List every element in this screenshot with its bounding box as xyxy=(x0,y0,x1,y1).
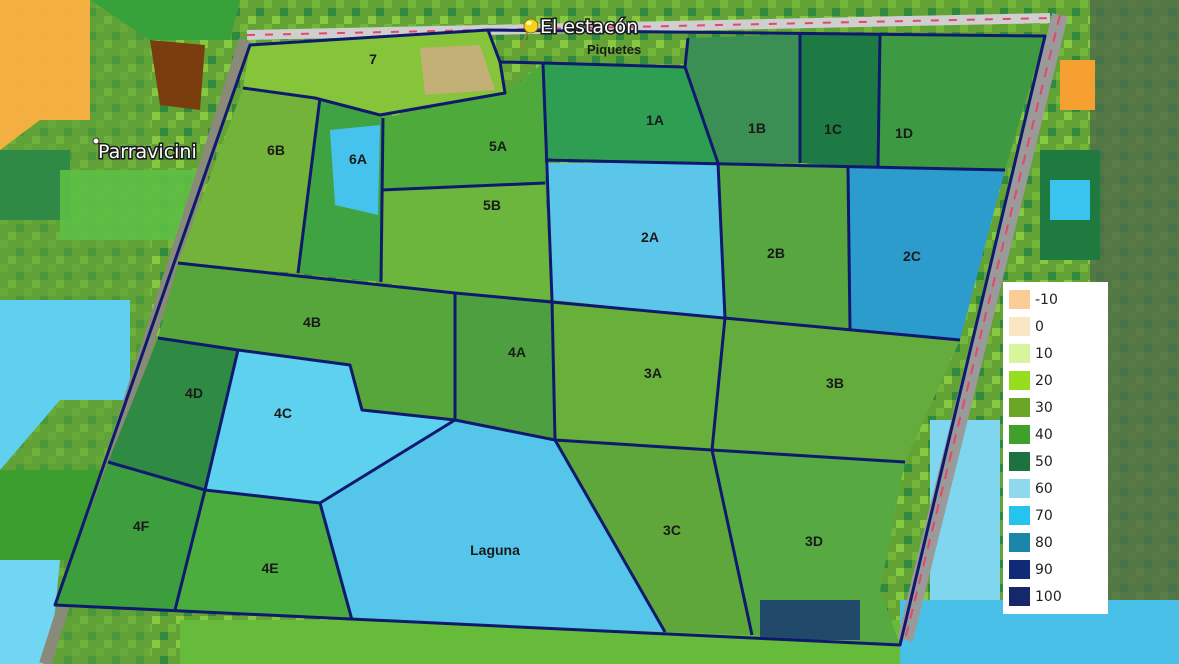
legend-item: 10 xyxy=(1009,340,1102,367)
legend-label: 90 xyxy=(1035,561,1053,578)
pushpin-icon xyxy=(519,18,539,51)
paddock-label-4c: 4C xyxy=(274,405,292,421)
legend-label: 0 xyxy=(1035,318,1044,335)
station-sublabel: Piquetes xyxy=(587,42,641,57)
paddock-boundaries xyxy=(53,28,1047,647)
paddock-label-5a: 5A xyxy=(489,138,507,154)
legend-item: 80 xyxy=(1009,529,1102,556)
legend-label: 30 xyxy=(1035,399,1053,416)
legend-label: 40 xyxy=(1035,426,1053,443)
legend-label: 20 xyxy=(1035,372,1053,389)
paddock-label-4f: 4F xyxy=(133,518,150,534)
legend-swatch xyxy=(1009,506,1030,525)
legend-swatch xyxy=(1009,344,1030,363)
legend-item: 40 xyxy=(1009,421,1102,448)
legend-swatch xyxy=(1009,560,1030,579)
station-marker[interactable]: El estacón Piquetes xyxy=(519,15,641,57)
town-marker[interactable]: Parravicini xyxy=(92,137,198,165)
legend-swatch xyxy=(1009,587,1030,606)
town-dot-icon xyxy=(92,137,100,145)
legend-item: 20 xyxy=(1009,367,1102,394)
legend-swatch xyxy=(1009,317,1030,336)
town-label: Parravicini xyxy=(98,141,197,163)
paddock-label-laguna: Laguna xyxy=(470,542,520,558)
road-east xyxy=(897,13,1068,642)
paddock-labels: 7 6B 6A 5A 5B 1A 1B 1C 1D 2A 2B 2C 4B 4A… xyxy=(133,51,921,576)
legend-item: 60 xyxy=(1009,475,1102,502)
paddock-label-6b: 6B xyxy=(267,142,285,158)
paddock-label-4d: 4D xyxy=(185,385,203,401)
paddock-label-4b: 4B xyxy=(303,314,321,330)
paddock-label-7: 7 xyxy=(369,51,377,67)
legend-label: 60 xyxy=(1035,480,1053,497)
paddock-label-3c: 3C xyxy=(663,522,681,538)
paddock-label-6a: 6A xyxy=(349,151,367,167)
legend-swatch xyxy=(1009,371,1030,390)
legend-swatch xyxy=(1009,290,1030,309)
legend-swatch xyxy=(1009,533,1030,552)
legend-label: 50 xyxy=(1035,453,1053,470)
paddock-fills xyxy=(55,30,1045,645)
paddock-label-1d: 1D xyxy=(895,125,913,141)
legend-label: 70 xyxy=(1035,507,1053,524)
legend-item: 0 xyxy=(1009,313,1102,340)
legend-swatch xyxy=(1009,479,1030,498)
paddock-label-3d: 3D xyxy=(805,533,823,549)
paddock-label-1b: 1B xyxy=(748,120,766,136)
paddock-label-5b: 5B xyxy=(483,197,501,213)
paddock-label-1a: 1A xyxy=(646,112,664,128)
legend-item: 30 xyxy=(1009,394,1102,421)
paddock-label-4e: 4E xyxy=(261,560,278,576)
legend-item: 100 xyxy=(1009,583,1102,610)
paddock-label-1c: 1C xyxy=(824,121,842,137)
paddock-label-2b: 2B xyxy=(767,245,785,261)
paddock-label-4a: 4A xyxy=(508,344,526,360)
legend-item: 50 xyxy=(1009,448,1102,475)
legend-swatch xyxy=(1009,452,1030,471)
ndvi-legend: -10 0 10 20 30 40 50 60 70 80 90 100 xyxy=(1003,282,1108,614)
paddock-label-3b: 3B xyxy=(826,375,844,391)
legend-label: -10 xyxy=(1035,291,1058,308)
legend-swatch xyxy=(1009,425,1030,444)
paddock-label-2c: 2C xyxy=(903,248,921,264)
legend-item: 70 xyxy=(1009,502,1102,529)
legend-label: 100 xyxy=(1035,588,1062,605)
paddock-label-2a: 2A xyxy=(641,229,659,245)
legend-item: -10 xyxy=(1009,286,1102,313)
paddock-label-3a: 3A xyxy=(644,365,662,381)
legend-label: 10 xyxy=(1035,345,1053,362)
station-label: El estacón xyxy=(540,16,638,38)
legend-swatch xyxy=(1009,398,1030,417)
legend-item: 90 xyxy=(1009,556,1102,583)
road-north-marking xyxy=(246,17,1051,36)
legend-label: 80 xyxy=(1035,534,1053,551)
